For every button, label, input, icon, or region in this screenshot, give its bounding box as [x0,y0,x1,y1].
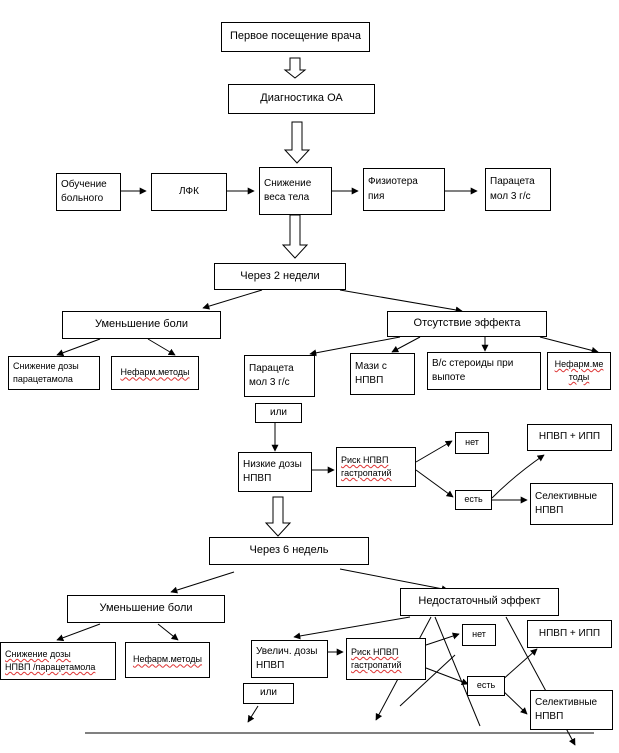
node-pain-decrease-1: Уменьшение боли [62,311,221,339]
node-label: нет [472,629,486,640]
node-label: Нефарм.методы [120,367,190,378]
node-label: Парацета мол 3 г/с [490,176,535,202]
arrow-to-nonpharm-1 [147,338,176,356]
arrow-risk-yes-2 [425,667,469,686]
arrow-to-nonpharm-3 [157,623,179,641]
node-label: есть [464,494,483,505]
node-yes-1: есть [455,490,492,510]
node-label: Обучение больного [61,178,107,205]
node-after-6-weeks: Через 6 недель [209,537,369,565]
node-education: Обучение больного [56,173,121,211]
node-nonpharm-2: Нефарм.ме тоды [547,352,611,390]
node-pain-decrease-2: Уменьшение боли [67,595,225,623]
node-label: Селективные НПВП [535,696,598,723]
node-label: Снижение дозы парацетамола [13,360,79,384]
node-lfk: ЛФК [151,173,227,211]
node-label: НПВП + ИПП [538,627,601,639]
block-arrow-down [264,496,292,537]
node-label: Отсутствие эффекта [413,317,521,330]
arrow-to-insufficient [339,568,449,593]
block-arrow-down [283,57,307,79]
node-label: Уменьшение боли [99,602,193,615]
node-label: Через 6 недель [249,544,329,557]
line-crossing [399,654,456,707]
arrow-to-paracetamol-mid [309,336,401,357]
node-steroids: В/с стероиды при выпоте [427,352,541,390]
arrow-to-no-effect [339,289,463,314]
arrow-to-increase-dose [293,616,411,640]
arrow-risk-no-2 [425,632,460,646]
node-label: ЛФК [179,185,199,197]
node-label: Через 2 недели [240,269,320,282]
node-yes-2: есть [467,676,505,696]
node-selective-2: Селективные НПВП [530,690,613,730]
node-label: Парацета мол 3 г/с [249,362,294,389]
node-label: или [259,687,277,699]
block-arrow-down [281,214,309,259]
node-label: Нефарм.методы [132,654,203,665]
node-no-effect: Отсутствие эффекта [387,311,547,337]
node-nsaid-ppi-2: НПВП + ИПП [527,620,612,648]
node-weight-loss: Снижение веса тела [259,167,332,215]
arrow-to-pain-decrease-1 [202,289,263,310]
node-label: Физиотера пия [368,176,418,202]
node-diagnosis: Диагностика ОА [228,84,375,114]
node-label: Риск НПВП гастропатий [341,454,392,478]
node-risk-2: Риск НПВП гастропатий [346,638,426,680]
node-label: Снижение веса тела [264,177,312,204]
node-after-2-weeks: Через 2 недели [214,263,346,290]
node-label: НПВП + ИПП [538,431,601,443]
arrow-risk-no-1 [415,440,453,463]
node-ointments: Мази с НПВП [350,353,415,395]
node-label: Увелич. дозы НПВП [256,645,318,672]
node-label: Недостаточный эффект [418,595,541,608]
arrow-risk-yes-1 [415,469,454,498]
arrow-yes-nsaid-ppi-1 [491,454,545,499]
node-paracetamol-top: Парацета мол 3 г/с [485,168,551,211]
node-label: есть [476,680,496,691]
node-nsaid-ppi-1: НПВП + ИПП [527,424,612,451]
arrow-to-nonpharm-2 [539,336,599,354]
node-increase-dose: Увелич. дозы НПВП [251,640,328,678]
node-no-2: нет [462,624,496,646]
node-label: Низкие дозы НПВП [243,458,302,485]
arrow-or-2-down [247,705,259,723]
node-label: Риск НПВП гастропатий [351,646,402,670]
node-label: или [269,406,287,418]
node-risk-1: Риск НПВП гастропатий [336,447,416,487]
arrow-to-reduce-dose-1 [56,338,101,357]
node-label: Диагностика ОА [260,92,343,105]
node-reduce-dose-2: Снижение дозы НПВП /парацетамола [0,642,116,680]
node-selective-1: Селективные НПВП [530,483,613,525]
node-or-2: или [243,683,294,704]
node-label: нет [465,437,479,448]
node-no-1: нет [455,432,489,454]
arrow-to-ointments [391,336,421,353]
arrow-yes-nsaid-ppi-2 [499,648,538,683]
arrow-to-pain-decrease-2 [170,571,235,594]
node-nonpharm-3: Нефарм.методы [125,642,210,678]
node-or-1: или [255,403,302,423]
block-arrow-down [283,121,311,164]
node-first-visit: Первое посещение врача [221,22,370,52]
node-label: Первое посещение врача [230,30,361,43]
node-nonpharm-1: Нефарм.методы [111,356,199,390]
node-label: Селективные НПВП [535,490,598,517]
node-label: Нефарм.ме тоды [554,358,604,382]
node-insufficient: Недостаточный эффект [400,588,559,616]
node-label: Снижение дозы НПВП /парацетамола [5,648,96,672]
node-reduce-dose-1: Снижение дозы парацетамола [8,356,100,390]
node-physio: Физиотера пия [363,168,445,211]
node-paracetamol-mid: Парацета мол 3 г/с [244,355,315,397]
node-label: Уменьшение боли [94,318,189,331]
line-down-long-mid [434,616,481,727]
node-label: Мази с НПВП [355,360,387,387]
arrow-to-reduce-dose-2 [56,623,101,642]
node-label: В/с стероиды при выпоте [432,357,514,384]
node-low-dose-nsaid: Низкие дозы НПВП [238,452,312,492]
